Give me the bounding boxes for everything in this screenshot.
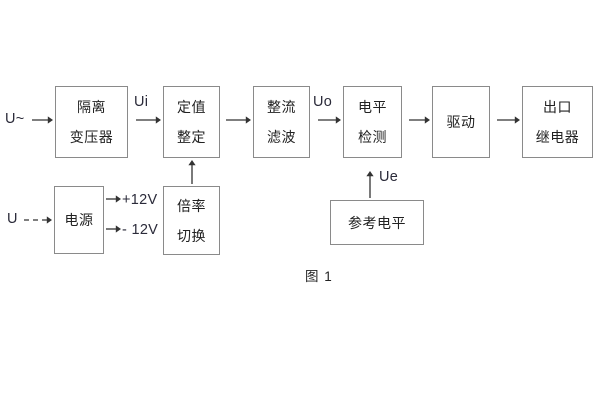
connector-drive-to-relay <box>497 116 520 124</box>
block-label: 隔离 <box>77 99 106 115</box>
block-label: 变压器 <box>69 129 114 145</box>
connector-dc-in-to-power <box>24 216 52 224</box>
block-drive: 驱动 <box>432 86 490 158</box>
block-label: 电平 <box>358 99 387 115</box>
block-rectify-filter: 整流滤波 <box>253 86 310 158</box>
connector-multiplier-to-setting <box>188 160 196 184</box>
block-label: 出口 <box>543 99 572 115</box>
block-label: 切换 <box>177 227 206 244</box>
connector-ac-in-to-isolation <box>32 116 53 124</box>
block-label: 驱动 <box>446 114 476 130</box>
connector-rectify-to-level <box>318 116 341 124</box>
connector-power-to-neg12v <box>106 225 121 233</box>
block-output-relay: 出口继电器 <box>522 86 593 158</box>
block-label: 电源 <box>64 212 94 228</box>
label-rail-pos-12v: +12V <box>122 192 158 208</box>
block-label: 整流 <box>267 99 296 115</box>
block-label: 参考电平 <box>348 214 406 231</box>
connector-isolation-to-setting <box>136 116 161 124</box>
label-signal-ui: Ui <box>134 94 149 110</box>
block-reference-level: 参考电平 <box>330 200 424 245</box>
block-setting-value: 定值整定 <box>163 86 220 158</box>
block-label: 整定 <box>177 129 206 145</box>
block-label: 检测 <box>358 129 387 145</box>
connector-level-to-drive <box>409 116 430 124</box>
block-label: 定值 <box>177 99 206 115</box>
label-input-dc: U <box>7 211 18 227</box>
block-multiplier-switch: 倍率切换 <box>163 186 220 255</box>
connector-reference-to-level <box>366 171 374 198</box>
block-label: 继电器 <box>535 129 580 145</box>
label-rail-neg-12v: - 12V <box>122 222 159 238</box>
block-isolation-transformer: 隔离变压器 <box>55 86 128 158</box>
figure-caption: 图 1 <box>305 269 333 284</box>
block-power-supply: 电源 <box>54 186 104 254</box>
connector-power-to-pos12v <box>106 195 121 203</box>
block-level-detect: 电平检测 <box>343 86 402 158</box>
label-input-ac: U~ <box>5 111 25 127</box>
label-signal-uo: Uo <box>313 94 333 110</box>
block-label: 倍率 <box>177 197 206 214</box>
block-label: 滤波 <box>267 129 296 145</box>
label-signal-ue: Ue <box>379 169 399 185</box>
connector-setting-to-rectify <box>226 116 251 124</box>
